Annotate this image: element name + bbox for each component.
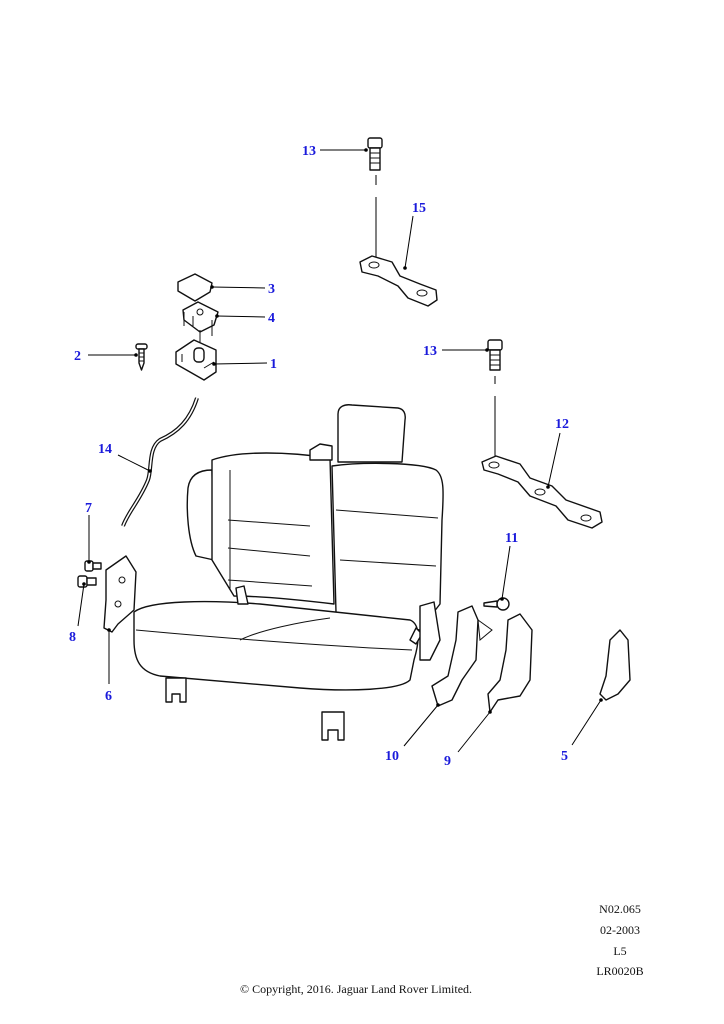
diagram-date: 02-2003 xyxy=(600,923,640,937)
clip-4[interactable] xyxy=(182,301,219,348)
callout-13-upper[interactable]: 13 xyxy=(302,144,316,159)
screw-2[interactable] xyxy=(135,343,148,371)
callout-4[interactable]: 4 xyxy=(268,311,275,326)
diagram-level: L5 xyxy=(613,944,627,958)
trim-10[interactable] xyxy=(431,605,479,707)
callout-11[interactable]: 11 xyxy=(505,531,518,546)
callout-13-lower[interactable]: 13 xyxy=(423,344,437,359)
callout-1[interactable]: 1 xyxy=(270,357,277,372)
callout-8[interactable]: 8 xyxy=(69,630,76,645)
trim-6[interactable] xyxy=(103,555,137,633)
rear-seat[interactable] xyxy=(133,404,444,741)
trim-9[interactable] xyxy=(477,613,533,713)
cable-14[interactable] xyxy=(121,397,199,527)
callout-15[interactable]: 15 xyxy=(412,201,426,216)
callout-3[interactable]: 3 xyxy=(268,282,275,297)
callout-7[interactable]: 7 xyxy=(85,501,92,516)
callout-2[interactable]: 2 xyxy=(74,349,81,364)
bolt-13-lower[interactable] xyxy=(487,339,503,464)
bolt-8[interactable] xyxy=(77,575,97,588)
copyright-notice: © Copyright, 2016. Jaguar Land Rover Lim… xyxy=(239,982,473,996)
housing-1[interactable] xyxy=(175,339,217,381)
bracket-15[interactable] xyxy=(359,255,438,307)
bracket-12[interactable] xyxy=(481,455,603,529)
callout-10[interactable]: 10 xyxy=(385,749,399,764)
callout-9[interactable]: 9 xyxy=(444,754,451,769)
callout-14[interactable]: 14 xyxy=(98,442,112,457)
diagram-ref: N02.065 xyxy=(599,902,641,916)
leader-lines xyxy=(77,148,603,753)
bolt-13-upper[interactable] xyxy=(367,137,383,264)
callout-6[interactable]: 6 xyxy=(105,689,112,704)
screw-11[interactable] xyxy=(483,597,510,611)
cap-3[interactable] xyxy=(177,273,213,302)
trim-5[interactable] xyxy=(599,629,631,701)
callout-5[interactable]: 5 xyxy=(561,749,568,764)
callout-12[interactable]: 12 xyxy=(555,417,569,432)
diagram-code: LR0020B xyxy=(596,964,644,978)
